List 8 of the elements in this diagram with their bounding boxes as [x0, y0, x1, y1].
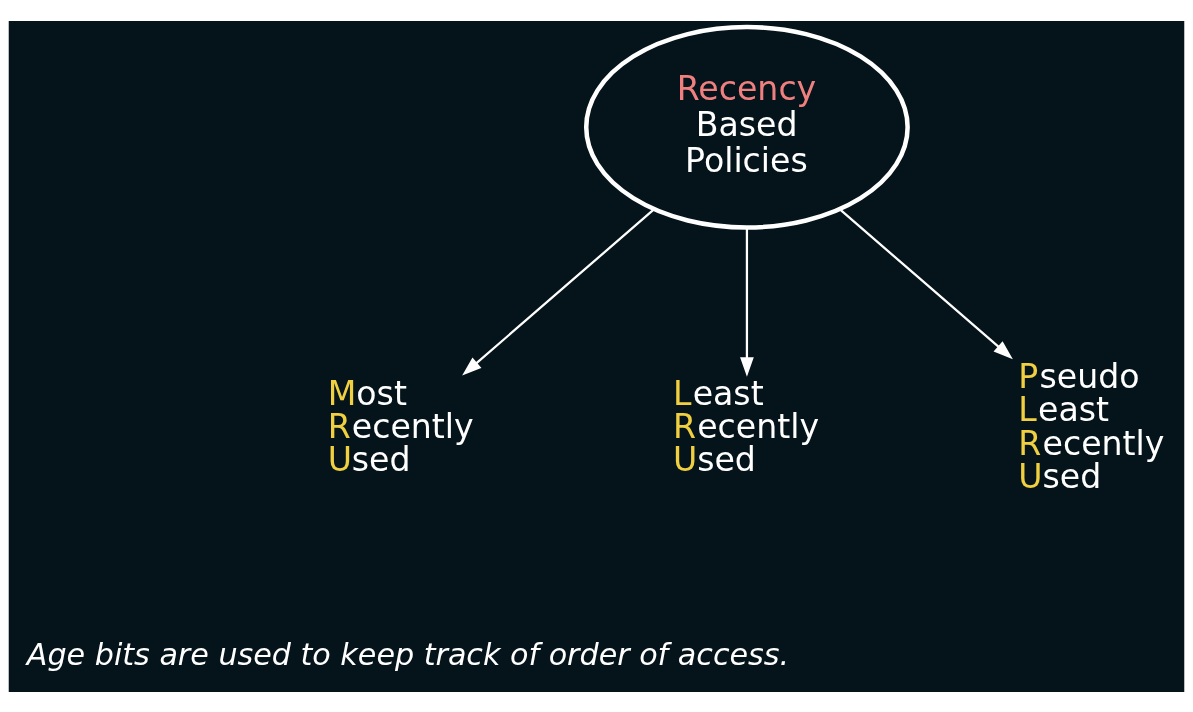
arrow — [839, 208, 1013, 359]
node-text: Least Recently Used — [673, 373, 820, 479]
node-text: Pseudo Least Recently Used — [1018, 356, 1165, 496]
arrow — [462, 208, 655, 376]
label: Age bits are used to keep track of order of access. — [26, 636, 790, 672]
node-text: Most Recently Used — [327, 373, 474, 479]
node-ellipse: Recency Based Policies — [584, 24, 910, 230]
arrow — [740, 227, 754, 377]
